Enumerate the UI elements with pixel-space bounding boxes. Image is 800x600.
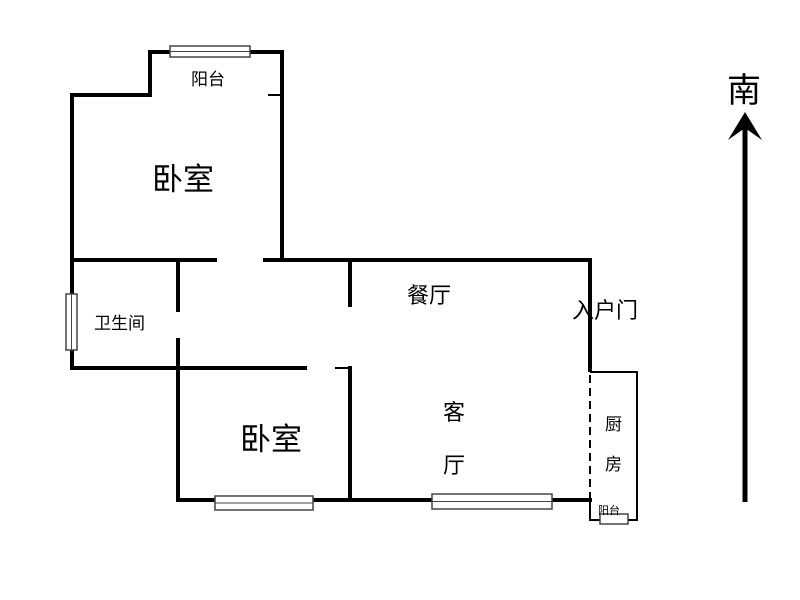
label-balcony-small: 阳台	[598, 503, 620, 517]
room-labels: 阳台 卧室 卫生间 餐厅 入户门 卧室 客 厅 厨 房 阳台	[94, 70, 638, 517]
wall-kitchen	[589, 371, 638, 521]
walls	[70, 50, 638, 521]
window-balcony-top	[169, 45, 251, 58]
label-kitchen-1: 厨	[605, 415, 622, 435]
label-balcony-top: 阳台	[191, 70, 225, 90]
label-entrance: 入户门	[572, 299, 638, 324]
compass: 南	[727, 71, 762, 502]
label-bathroom: 卫生间	[94, 314, 145, 334]
label-living-1: 客	[443, 401, 465, 426]
label-kitchen-2: 房	[605, 455, 622, 475]
windows	[65, 45, 629, 525]
window-living	[431, 493, 553, 510]
label-dining: 餐厅	[407, 284, 451, 309]
window-bedroom-bottom	[214, 495, 314, 511]
label-bedroom-top: 卧室	[152, 162, 214, 198]
compass-label: 南	[727, 71, 761, 111]
label-bedroom-bottom: 卧室	[240, 422, 302, 458]
arrow-up-icon	[728, 112, 762, 140]
label-living-2: 厅	[443, 454, 465, 479]
window-balcony-small	[599, 513, 629, 525]
window-bathroom	[65, 293, 78, 351]
